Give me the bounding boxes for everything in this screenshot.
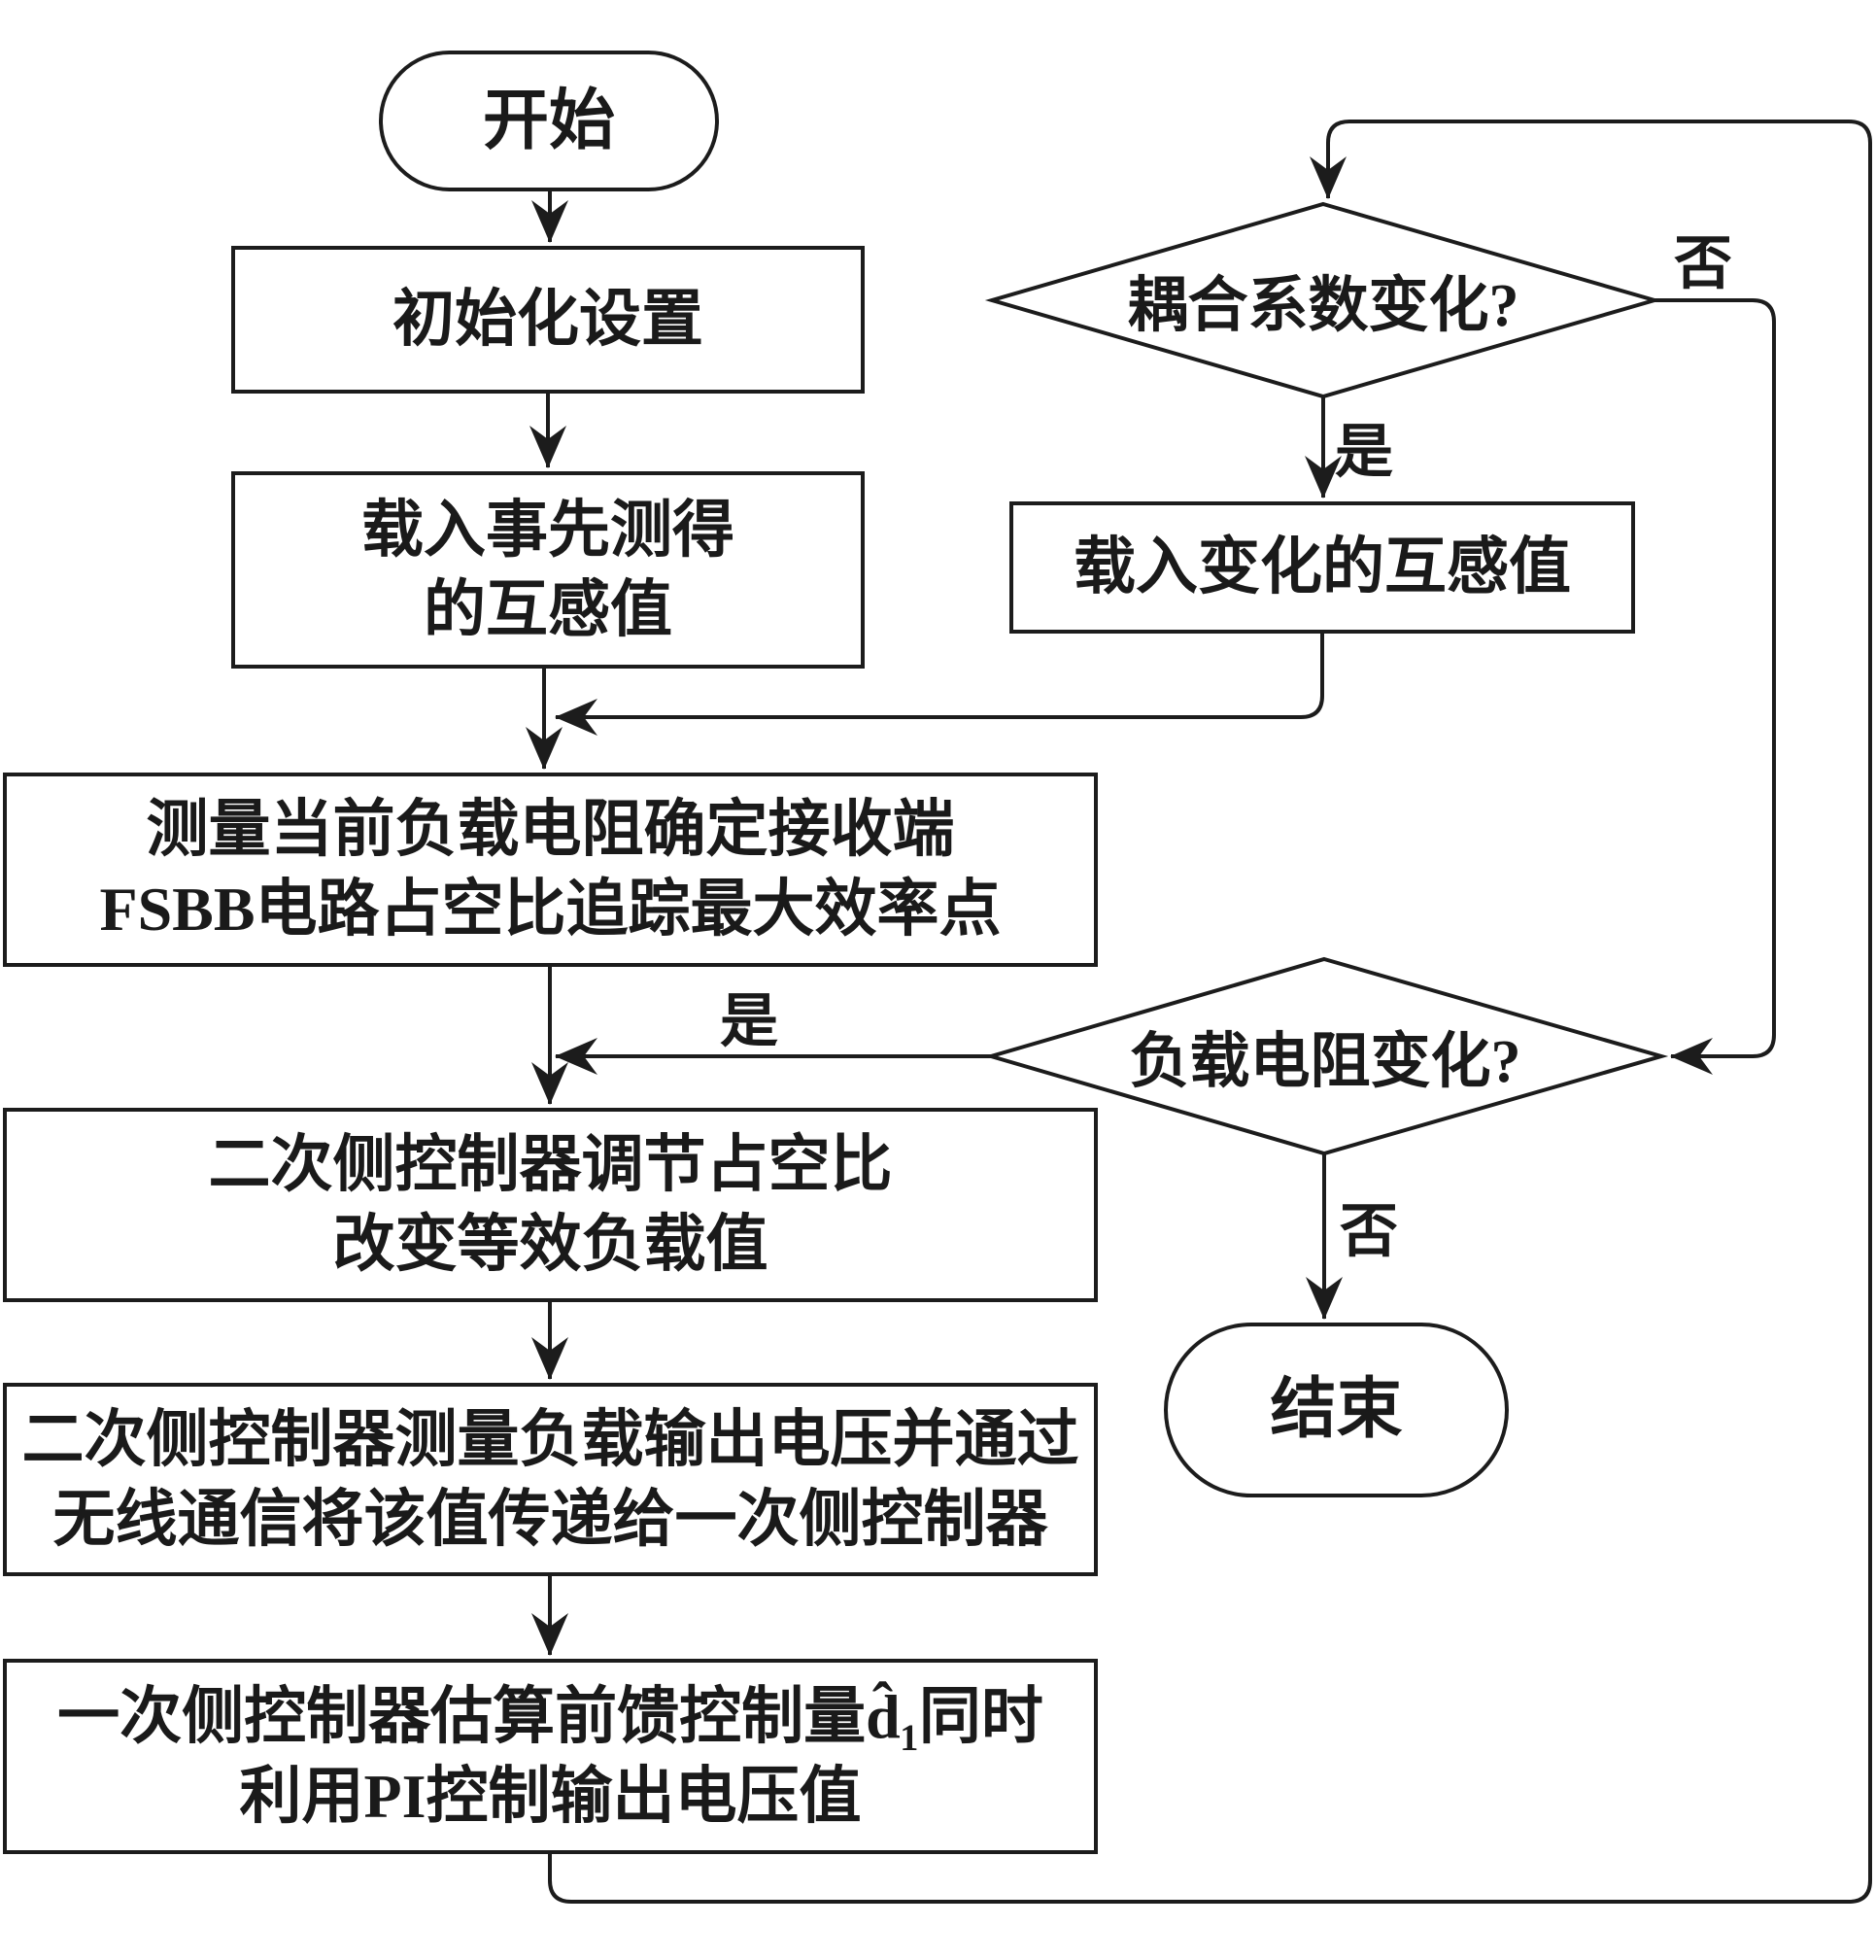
adjust-line1: 二次侧控制器调节占空比 [208,1130,893,1200]
estimate-line2: 利用PI控制输出电压值 [239,1761,862,1831]
coupling-yes-label: 是 [1335,420,1393,485]
measure-line2: FSBB电路占空比追踪最大效率点 [99,875,1002,944]
load-changed-process-box: 载入变化的互感值 [1009,501,1635,634]
estimate-line1: 一次侧控制器估算前馈控制量d̂₁同时 [57,1681,1043,1751]
end-terminal: 结束 [1164,1323,1509,1497]
start-label: 开始 [482,83,615,157]
coupling-decision-diamond [984,201,1662,399]
edge-loop-estimate-to-coupling [548,120,1872,1904]
measure-line1: 测量当前负载电阻确定接收端 [146,795,955,865]
load-decision-diamond [983,956,1669,1156]
adjust-process-box: 二次侧控制器调节占空比 改变等效负载值 [3,1108,1098,1302]
transmit-line2: 无线通信将该值传递给一次侧控制器 [52,1484,1048,1554]
load-premeasured-line2: 的互感值 [424,574,672,644]
init-label: 初始化设置 [392,285,703,355]
load-decision-label: 负载电阻变化? [1129,1029,1521,1095]
edge-coupling-no-to-load-decision [1654,298,1776,1075]
end-label: 结束 [1270,1372,1403,1447]
transmit-line1: 二次侧控制器测量负载输出电压并通过 [21,1404,1079,1474]
init-process-box: 初始化设置 [231,246,865,394]
coupling-no-label: 否 [1674,231,1732,296]
start-terminal: 开始 [379,51,719,191]
edge-loadchanged-merge [555,634,1324,736]
coupling-decision-label: 耦合系数变化? [1127,273,1519,339]
load-no-label: 否 [1340,1199,1398,1264]
estimate-process-box: 一次侧控制器估算前馈控制量d̂₁同时 利用PI控制输出电压值 [3,1659,1098,1854]
load-premeasured-process-box: 载入事先测得 的互感值 [231,471,865,669]
load-yes-label: 是 [720,989,778,1054]
load-premeasured-line1: 载入事先测得 [361,495,734,565]
transmit-process-box: 二次侧控制器测量负载输出电压并通过 无线通信将该值传递给一次侧控制器 [3,1383,1098,1576]
adjust-line2: 改变等效负载值 [332,1210,768,1279]
load-changed-label: 载入变化的互感值 [1074,533,1571,602]
measure-process-box: 测量当前负载电阻确定接收端 FSBB电路占空比追踪最大效率点 [3,773,1098,967]
